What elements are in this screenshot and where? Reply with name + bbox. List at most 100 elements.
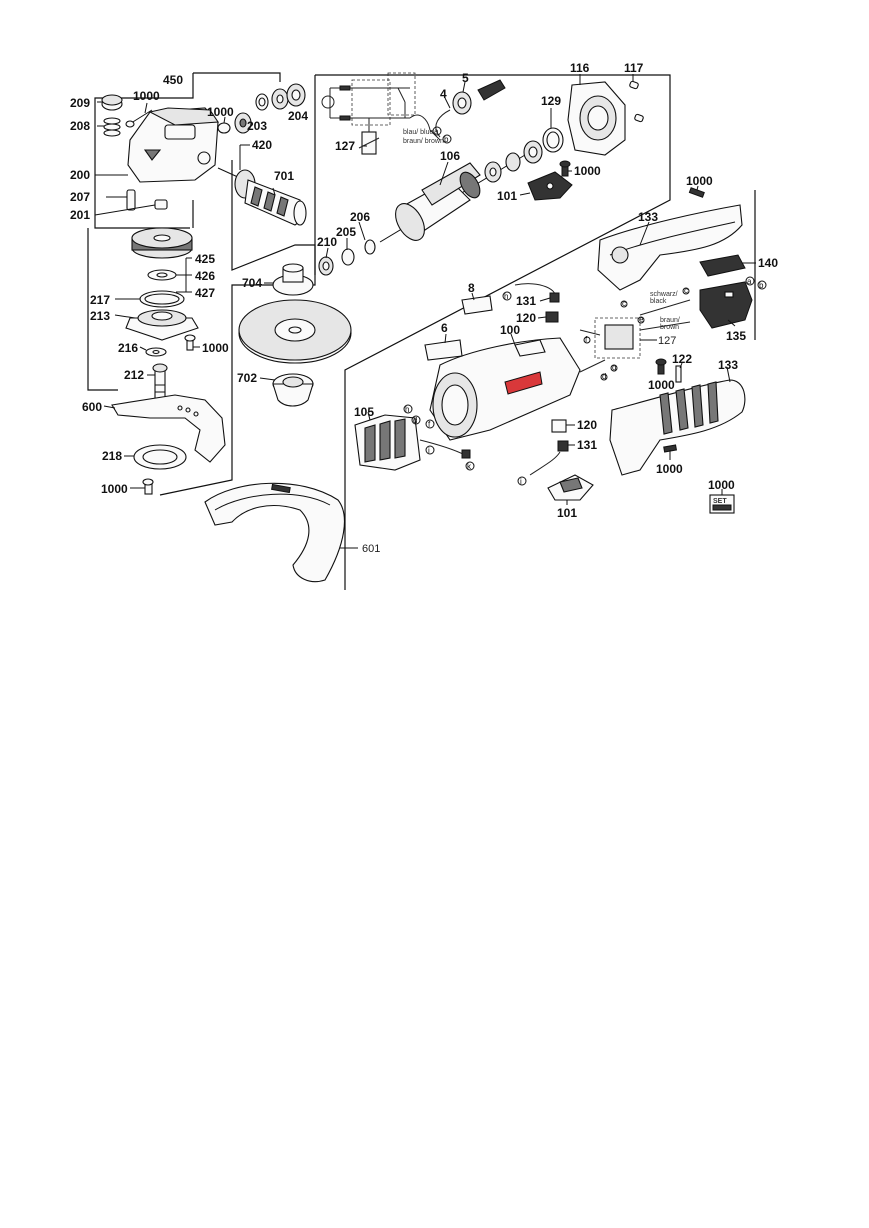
gear-head-housing xyxy=(127,107,219,183)
label-209: 209 xyxy=(70,96,90,110)
marker-c-2: c xyxy=(684,286,688,295)
part-208-spring xyxy=(103,117,121,137)
marker-f-2: f xyxy=(585,335,588,344)
marker-k-1: k xyxy=(467,462,472,471)
label-101-a: 101 xyxy=(497,189,517,203)
label-601: 601 xyxy=(362,543,380,555)
part-140-pad xyxy=(699,254,746,277)
part-212-spindle xyxy=(152,363,168,414)
part-pinion-gear xyxy=(234,112,252,134)
part-129-ring xyxy=(542,127,564,153)
marker-i-2: i xyxy=(520,477,522,486)
part-135-switch xyxy=(699,281,753,329)
part-1000-screw-e xyxy=(559,160,571,177)
marker-b-1: b xyxy=(444,135,449,144)
part-217-circlip xyxy=(139,290,185,308)
label-203: 203 xyxy=(247,119,267,133)
marker-b-2: b xyxy=(759,281,764,290)
part-207-pin xyxy=(126,189,136,211)
part-8-label xyxy=(461,295,493,315)
label-200: 200 xyxy=(70,168,90,182)
part-5-power-cable xyxy=(435,79,506,138)
part-600-guard xyxy=(111,394,226,463)
part-1000-screw-f xyxy=(688,187,705,198)
connection-markers: a b a b h h d f i k i c c e f d g xyxy=(403,126,767,486)
part-bevel-gear xyxy=(131,227,193,259)
part-601-cutting-guard xyxy=(204,482,345,583)
part-1000-screw-c xyxy=(184,334,196,351)
label-217: 217 xyxy=(90,293,110,307)
label-131-a: 131 xyxy=(516,294,536,308)
wire-brown2-label: brown xyxy=(660,324,679,331)
part-450-bearing xyxy=(286,83,306,107)
part-213-flange xyxy=(125,309,199,341)
marker-h-1: h xyxy=(504,292,508,301)
label-100: 100 xyxy=(500,323,520,337)
part-701-side-handle xyxy=(244,179,307,226)
part-127-electronics xyxy=(579,299,691,373)
label-704: 704 xyxy=(242,276,262,290)
label-213: 213 xyxy=(90,309,110,323)
label-701: 701 xyxy=(274,169,294,183)
part-120-holder-top xyxy=(545,311,559,323)
label-206: 206 xyxy=(350,210,370,224)
wire-color-labels: blau/ blue braun/ brown schwarz/ black b… xyxy=(403,129,680,331)
label-133-a: 133 xyxy=(638,210,658,224)
marker-d-1: d xyxy=(413,416,417,425)
label-131-b: 131 xyxy=(577,438,597,452)
label-140: 140 xyxy=(758,256,778,270)
label-205: 205 xyxy=(336,225,356,239)
label-127-a: 127 xyxy=(335,139,355,153)
label-129: 129 xyxy=(541,94,561,108)
part-122-pin xyxy=(675,365,682,383)
part-204-bearing xyxy=(271,88,289,110)
label-450: 450 xyxy=(163,73,183,87)
wire-schwarz-label: schwarz/ xyxy=(650,291,678,298)
part-702-flange xyxy=(272,373,314,407)
part-1000-screw-g xyxy=(655,358,667,375)
label-1000-f: 1000 xyxy=(686,174,713,188)
part-120-holder-bottom xyxy=(551,419,567,433)
wire-black-label: black xyxy=(650,298,667,305)
label-1000-a: 1000 xyxy=(133,89,160,103)
part-210-bearing xyxy=(318,256,334,276)
label-426: 426 xyxy=(195,269,215,283)
part-206-circlip xyxy=(364,239,376,255)
label-1000-g: 1000 xyxy=(648,378,675,392)
wiring-schematic xyxy=(321,72,441,155)
label-420: 420 xyxy=(252,138,272,152)
armature-bearings xyxy=(484,140,543,183)
part-6-label xyxy=(424,339,463,361)
label-120-b: 120 xyxy=(577,418,597,432)
marker-e-1: e xyxy=(639,315,644,324)
label-1000-i: 1000 xyxy=(708,478,735,492)
part-704-nut xyxy=(272,263,314,296)
marker-d-2: d xyxy=(602,372,606,381)
label-127-b: 127 xyxy=(658,335,676,347)
part-216-washer xyxy=(145,347,167,357)
part-426-washer xyxy=(147,269,177,281)
label-600: 600 xyxy=(82,400,102,414)
assembly-frames xyxy=(87,72,756,590)
label-218: 218 xyxy=(102,449,122,463)
part-1000-screw-d xyxy=(142,478,154,495)
label-207: 207 xyxy=(70,190,90,204)
part-101-brush-cover-top xyxy=(527,171,573,201)
label-4: 4 xyxy=(440,87,447,101)
label-204: 204 xyxy=(288,109,308,123)
label-set: SET xyxy=(713,498,727,505)
marker-i-1: i xyxy=(428,446,430,455)
label-216: 216 xyxy=(118,341,138,355)
part-101-brush-cover-bottom xyxy=(547,474,594,501)
marker-f-1: f xyxy=(428,420,431,429)
marker-a-2: a xyxy=(747,277,752,286)
part-131-connector-top xyxy=(514,283,560,303)
marker-g-1: g xyxy=(612,363,616,372)
part-105-field-coil xyxy=(354,414,471,471)
part-116-end-cap xyxy=(567,81,626,156)
marker-c-1: c xyxy=(622,299,626,308)
label-117: 117 xyxy=(624,61,644,75)
label-210: 210 xyxy=(317,235,337,249)
part-106-armature xyxy=(379,154,526,243)
label-702: 702 xyxy=(237,371,257,385)
